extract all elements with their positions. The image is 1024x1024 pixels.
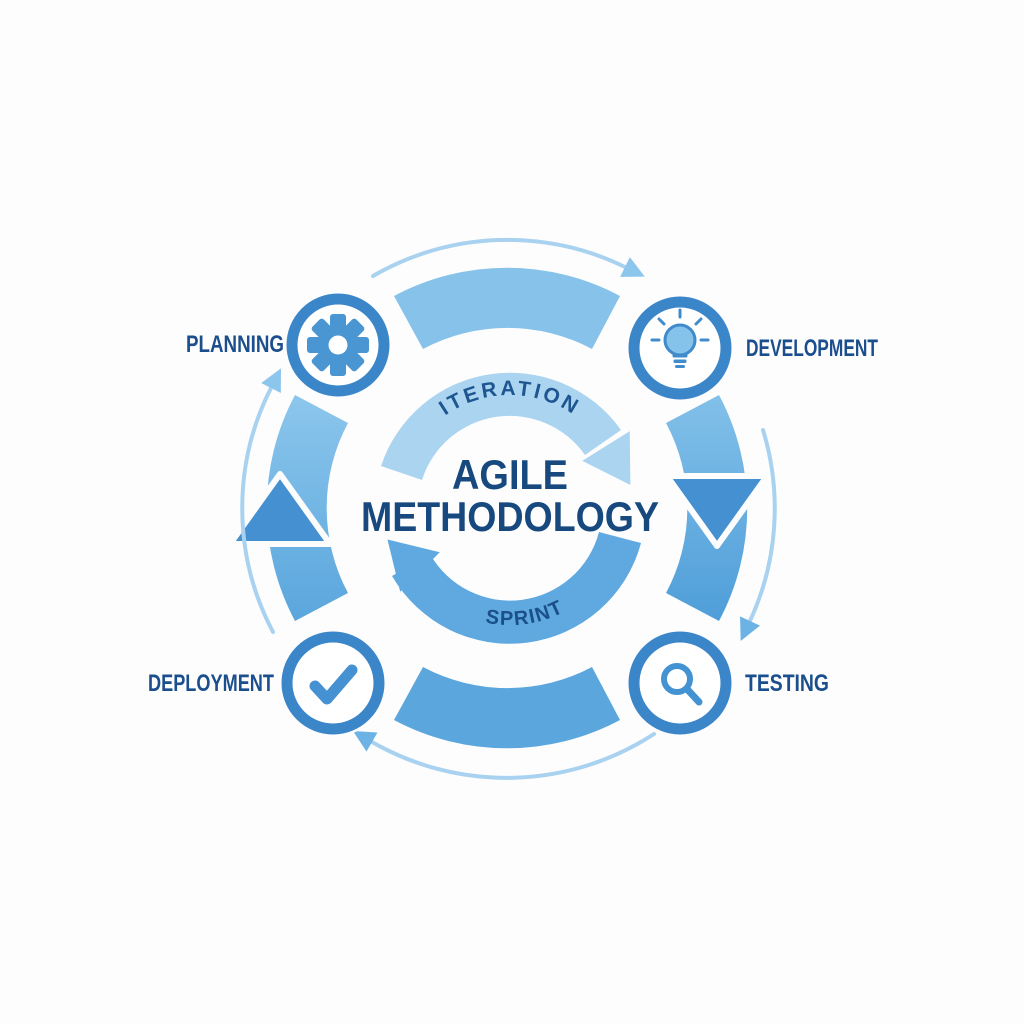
thin-arc-top [371, 237, 627, 278]
small-arrowhead-top-icon [620, 257, 645, 277]
small-arrowhead-bottom-icon [352, 731, 378, 752]
gear-icon [307, 314, 369, 376]
flow-arrow-down-icon [664, 473, 770, 549]
small-arrowhead-left-icon [261, 368, 281, 393]
node-development [628, 296, 732, 400]
inner-arc-sprint [392, 532, 641, 644]
inner-arrowhead-right-icon [582, 431, 631, 486]
inner-arc-iteration [381, 372, 621, 480]
accent-arcs [240, 237, 777, 780]
stage-label-deployment: DEPLOYMENT [148, 670, 274, 697]
node-circle-deployment [281, 631, 385, 735]
title-line-1: AGILE [452, 451, 568, 498]
ring-band-bottom [394, 667, 620, 749]
node-deployment [281, 631, 385, 735]
stage-label-planning: PLANNING [186, 331, 284, 358]
thin-arc-bottom [370, 732, 656, 780]
flow-arrow-up-icon [227, 471, 333, 547]
node-planning [286, 293, 390, 397]
node-circle-testing [628, 631, 732, 735]
ring-band-top [394, 267, 620, 349]
node-testing [628, 631, 732, 735]
inner-arrowhead-left-icon [387, 539, 440, 592]
title-line-2: METHODOLOGY [361, 493, 659, 540]
stage-label-development: DEVELOPMENT [746, 335, 878, 362]
outer-ring [227, 267, 770, 749]
magnifier-icon [661, 663, 703, 706]
stage-label-testing: TESTING [745, 670, 829, 697]
thin-arc-left [240, 386, 275, 634]
small-arrowhead-right-icon [740, 616, 760, 641]
checkmark-icon [309, 664, 358, 705]
thin-arc-right [748, 428, 777, 623]
lightbulb-icon [650, 308, 710, 368]
inner-cycle [381, 372, 641, 644]
